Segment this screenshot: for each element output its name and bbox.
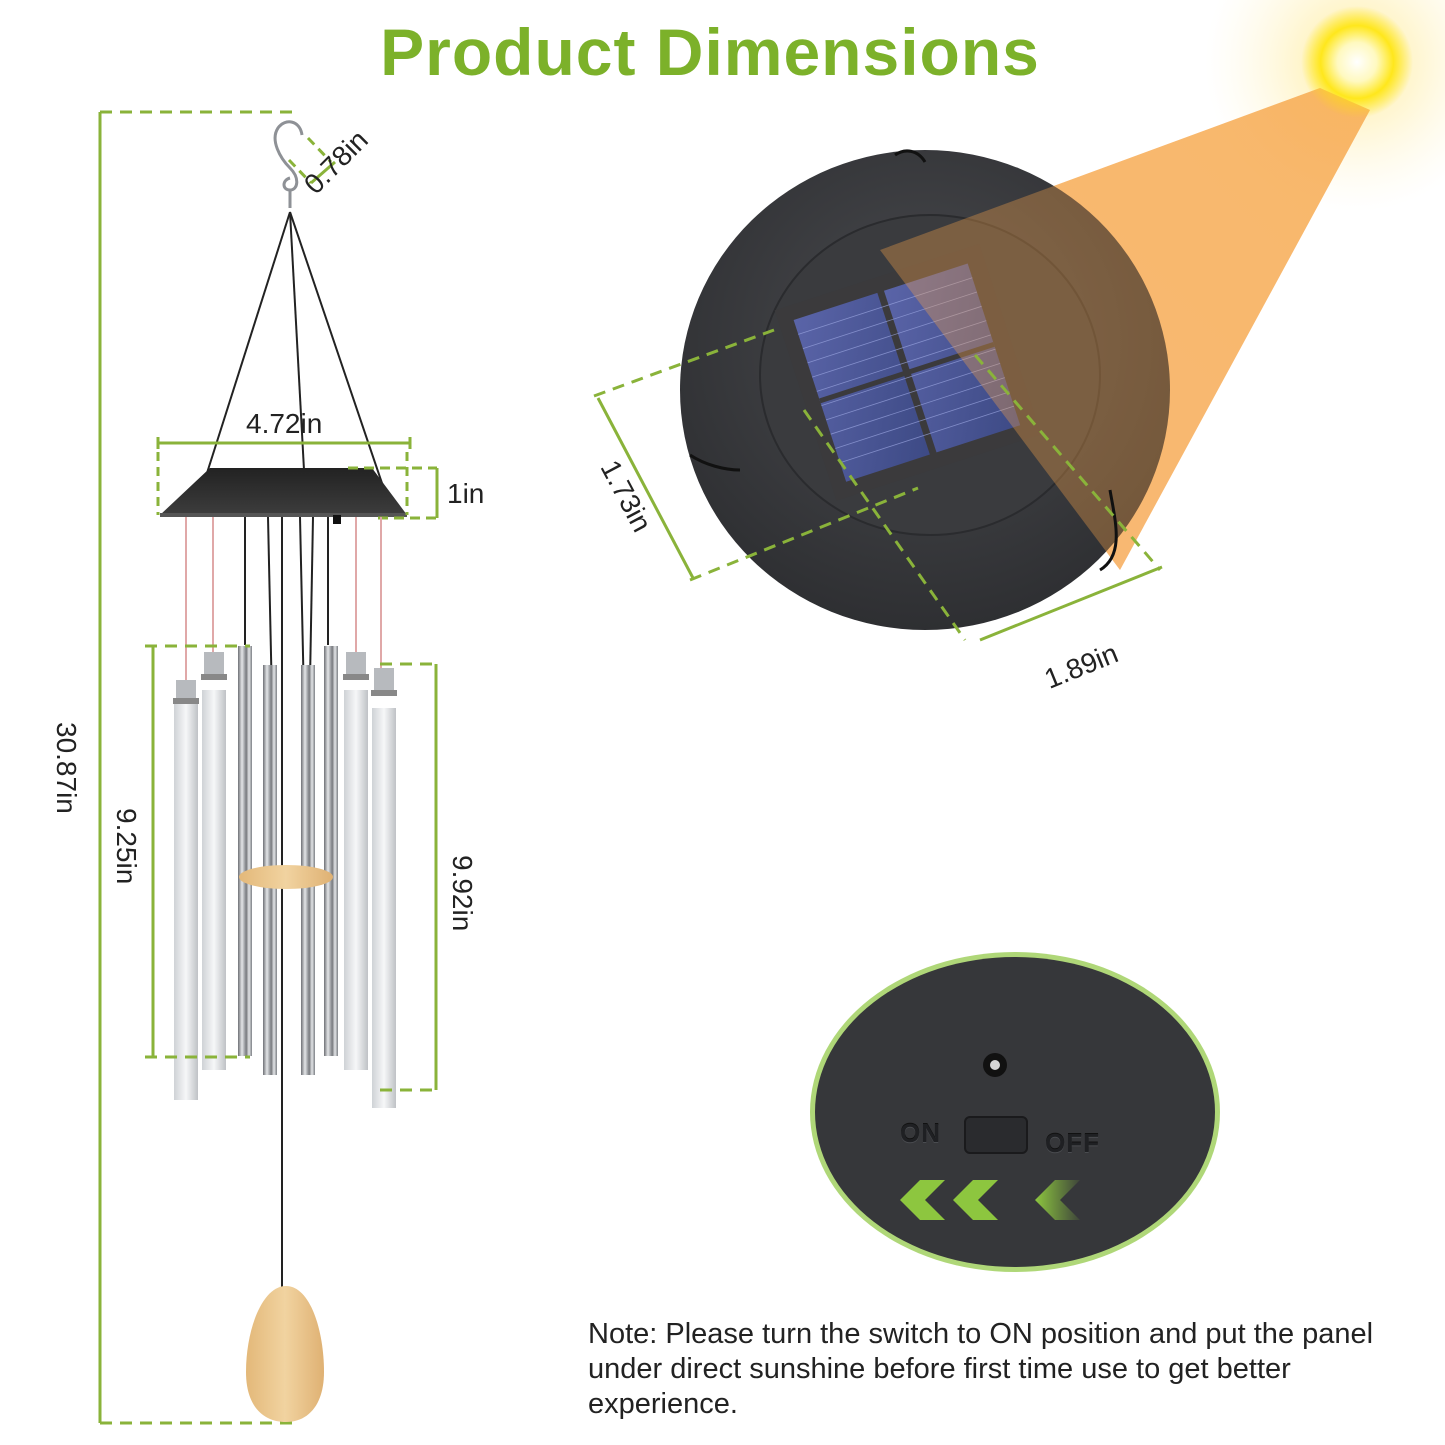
wood-striker xyxy=(239,865,333,889)
switch-on-label: ON xyxy=(900,1118,941,1148)
long-tube-dimension-line xyxy=(380,662,440,1092)
cap-dimension-lines xyxy=(156,437,439,520)
switch-panel xyxy=(810,952,1220,1272)
total-height-label: 30.87in xyxy=(51,722,82,814)
usage-note: Note: Please turn the switch to ON posit… xyxy=(588,1318,1374,1420)
page-title: Product Dimensions xyxy=(380,15,1040,89)
solar-panel-icon xyxy=(680,88,1370,630)
top-height-label: 1in xyxy=(447,478,485,509)
long-tube-label: 9.92in xyxy=(447,855,478,932)
top-width-label: 4.72in xyxy=(246,408,323,439)
hanging-cords xyxy=(199,211,387,496)
short-tube-label: 9.25in xyxy=(111,808,142,885)
short-tube-dimension-line xyxy=(145,644,250,1059)
wood-sail xyxy=(246,1286,324,1422)
led-tubes xyxy=(173,652,397,1108)
panel-dimension-lines xyxy=(593,328,1163,642)
metal-rods xyxy=(238,646,338,1075)
power-switch[interactable] xyxy=(964,1116,1028,1154)
solar-cap xyxy=(160,468,407,524)
switch-off-label: OFF xyxy=(1045,1128,1100,1158)
total-height-dimension-line xyxy=(98,110,300,1425)
led-wires xyxy=(185,517,382,680)
hook-icon xyxy=(273,120,304,208)
hook-dimension-line xyxy=(287,136,336,185)
rod-cords xyxy=(244,516,329,1300)
arrow-chevrons-icon xyxy=(900,1180,1080,1220)
